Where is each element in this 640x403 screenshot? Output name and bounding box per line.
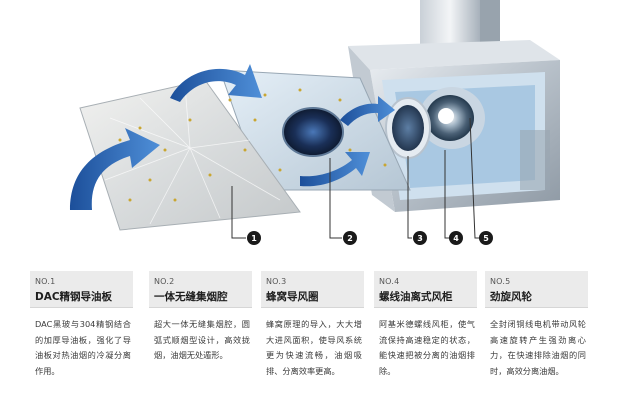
callout-marker-3: 3 [413, 231, 427, 245]
callout-marker-2: 2 [343, 231, 357, 245]
feature-card-5: NO.5 劲旋风轮 全封闭铜线电机带动风轮高速旋转产生强劲离心力，在快速排除油烟… [485, 271, 588, 395]
range-hood-illustration: 1 2 3 4 5 [70, 0, 560, 245]
callout-marker-1: 1 [247, 231, 261, 245]
divider [30, 307, 133, 308]
divider [149, 307, 252, 308]
divider [261, 307, 364, 308]
honeycomb-ring [385, 97, 431, 159]
feature-card-3: NO.3 蜂窝导风圈 蜂窝原理的导入，大大增大进风面积，使导风系统更为快速流畅，… [261, 271, 364, 395]
card-header: NO.1 DAC精钢导油板 [30, 271, 133, 307]
callout-marker-5: 5 [479, 231, 493, 245]
feature-number: NO.1 [35, 277, 56, 286]
feature-number: NO.2 [154, 277, 175, 286]
feature-title: 蜂窝导风圈 [266, 291, 319, 303]
airflow-arrows [70, 64, 395, 210]
divider [485, 307, 588, 308]
svg-text:5: 5 [483, 234, 489, 243]
callout-marker-4: 4 [449, 231, 463, 245]
svg-text:4: 4 [453, 234, 459, 243]
card-header: NO.5 劲旋风轮 [485, 271, 588, 307]
feature-number: NO.5 [490, 277, 511, 286]
feature-title: DAC精钢导油板 [35, 291, 113, 303]
fan-wheel [419, 87, 485, 149]
card-header: NO.4 螺线油离式风柜 [374, 271, 477, 307]
card-header: NO.2 一体无缝集烟腔 [149, 271, 252, 307]
svg-text:3: 3 [417, 234, 423, 243]
feature-card-2: NO.2 一体无缝集烟腔 超大一体无缝集烟腔，圆弧式顺烟型设计，高效拢烟，油烟无… [149, 271, 252, 395]
feature-description: 阿基米德螺线风柜，使气流保持高速稳定的状态，能快速把被分离的油烟排除。 [379, 319, 475, 376]
feature-number: NO.3 [266, 277, 287, 286]
feature-description: 全封闭铜线电机带动风轮高速旋转产生强劲离心力，在快速排除油烟的同时，高效分离油烟… [490, 319, 586, 376]
feature-card-1: NO.1 DAC精钢导油板 DAC黑玻与304精钢结合的加厚导油板，强化了导油板… [30, 271, 133, 395]
card-header: NO.3 蜂窝导风圈 [261, 271, 364, 307]
svg-text:1: 1 [251, 234, 257, 243]
feature-description: 蜂窝原理的导入，大大增大进风面积，使导风系统更为快速流畅，油烟吸排、分离效率更高… [266, 319, 362, 376]
feature-description: DAC黑玻与304精钢结合的加厚导油板，强化了导油板对热油烟的冷凝分离作用。 [35, 319, 131, 376]
callout-leaders [231, 117, 480, 239]
feature-cards: NO.1 DAC精钢导油板 DAC黑玻与304精钢结合的加厚导油板，强化了导油板… [30, 271, 610, 395]
feature-card-4: NO.4 螺线油离式风柜 阿基米德螺线风柜，使气流保持高速稳定的状态，能快速把被… [374, 271, 477, 395]
feature-title: 一体无缝集烟腔 [154, 291, 228, 303]
oil-guide-plate [79, 79, 301, 231]
feature-number: NO.4 [379, 277, 400, 286]
svg-text:2: 2 [347, 234, 353, 243]
divider [374, 307, 477, 308]
feature-description: 超大一体无缝集烟腔，圆弧式顺烟型设计，高效拢烟，油烟无处遁形。 [154, 319, 250, 360]
feature-title: 劲旋风轮 [490, 291, 532, 303]
feature-title: 螺线油离式风柜 [379, 291, 453, 303]
